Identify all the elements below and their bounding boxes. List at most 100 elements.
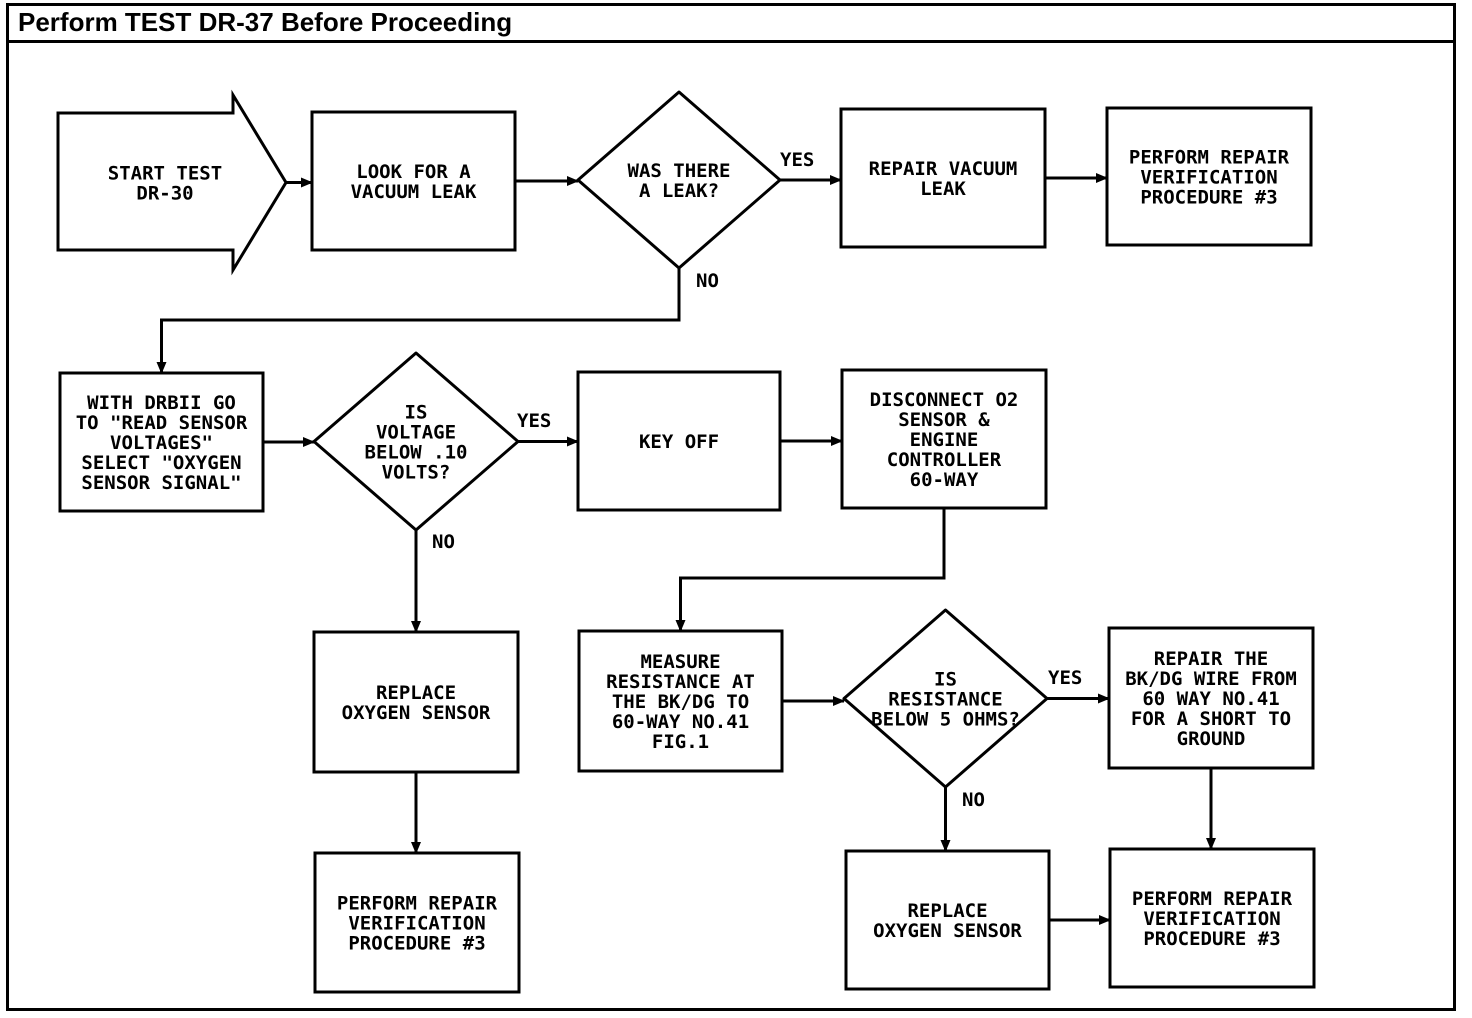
node-line: WAS THERE — [628, 160, 731, 182]
node-shape-disconnect — [840, 368, 1048, 510]
node-line: WITH DRBII GO — [87, 392, 236, 414]
node-shape-verify-1 — [1105, 106, 1313, 247]
edge-label-resistance-check-to-replace-o2-2: NO — [962, 789, 985, 811]
node-line: PERFORM REPAIR — [1132, 888, 1293, 910]
edge-label-voltage-check-to-key-off: YES — [517, 410, 551, 432]
node-text-key-off: KEY OFF — [639, 431, 719, 453]
edge-label-was-leak-to-drbii: NO — [696, 270, 719, 292]
diagram-frame — [6, 3, 1456, 1011]
node-line: RESISTANCE AT — [606, 671, 755, 693]
node-key-off: KEY OFF — [576, 370, 782, 512]
node-shape-verify-2 — [313, 851, 521, 994]
node-line: VOLTAGE — [376, 422, 456, 444]
diagram-title: Perform TEST DR-37 Before Proceeding — [6, 3, 1456, 43]
node-shape-start — [56, 89, 288, 276]
node-line: LOOK FOR A — [356, 161, 471, 183]
node-line: VACUUM LEAK — [351, 181, 477, 203]
node-line: BELOW .10 — [365, 442, 468, 464]
node-line: IS — [405, 402, 428, 424]
node-line: FOR A SHORT TO — [1131, 708, 1291, 730]
node-shape-verify-3 — [1108, 847, 1316, 989]
node-line: REPLACE — [376, 682, 456, 704]
node-line: DISCONNECT O2 — [870, 389, 1019, 411]
node-line: REPAIR THE — [1154, 648, 1268, 670]
node-line: REPLACE — [907, 900, 987, 922]
node-line: PROCEDURE #3 — [348, 933, 485, 955]
node-shape-repair-vacuum — [839, 107, 1047, 249]
node-line: VERIFICATION — [1140, 167, 1277, 189]
node-line: START TEST — [108, 163, 222, 185]
node-line: SENSOR & — [898, 409, 990, 431]
edge-was-leak-to-drbii — [156, 268, 681, 374]
node-line: RESISTANCE — [888, 689, 1002, 711]
node-shape-drbii — [58, 371, 265, 513]
node-line: BK/DG WIRE FROM — [1125, 668, 1297, 690]
node-line: THE BK/DG TO — [612, 691, 749, 713]
node-line: A LEAK? — [639, 180, 719, 202]
node-line: PERFORM REPAIR — [337, 893, 498, 915]
node-line: OXYGEN SENSOR — [873, 920, 1022, 942]
node-shape-voltage-check — [312, 351, 520, 532]
node-line: VOLTS? — [382, 462, 451, 484]
node-line: VERIFICATION — [1143, 908, 1280, 930]
node-line: 60 WAY NO.41 — [1142, 688, 1279, 710]
node-line: SELECT "OXYGEN — [81, 452, 241, 474]
node-line: VOLTAGES" — [110, 432, 213, 454]
node-line: 60-WAY — [910, 469, 979, 491]
edge-label-resistance-check-to-repair-wire: YES — [1048, 667, 1082, 689]
node-shape-key-off — [576, 370, 782, 512]
node-line: ENGINE — [910, 429, 979, 451]
node-shape-was-leak — [576, 90, 782, 270]
node-shape-repair-wire — [1107, 626, 1315, 770]
node-line: LEAK — [920, 178, 966, 200]
node-line: FIG.1 — [652, 731, 709, 753]
node-line: CONTROLLER — [887, 449, 1002, 471]
node-line: PROCEDURE #3 — [1143, 928, 1280, 950]
node-line: MEASURE — [640, 651, 720, 673]
node-line: SENSOR SIGNAL" — [81, 472, 241, 494]
node-line: OXYGEN SENSOR — [342, 702, 491, 724]
node-line: BELOW 5 OHMS? — [871, 709, 1020, 731]
node-line: 60-WAY NO.41 — [612, 711, 749, 733]
node-shape-measure — [577, 629, 784, 773]
node-line: PROCEDURE #3 — [1140, 187, 1277, 209]
node-line: DR-30 — [136, 183, 193, 205]
node-line: VERIFICATION — [348, 913, 485, 935]
node-shape-replace-o2-2 — [844, 849, 1051, 991]
node-line: GROUND — [1177, 728, 1246, 750]
edge-label-was-leak-to-repair-vacuum: YES — [780, 149, 814, 171]
node-line: PERFORM REPAIR — [1129, 147, 1290, 169]
node-line: TO "READ SENSOR — [76, 412, 248, 434]
node-line: REPAIR VACUUM — [869, 158, 1018, 180]
node-shape-look-leak — [310, 110, 517, 252]
node-line: KEY OFF — [639, 431, 719, 453]
